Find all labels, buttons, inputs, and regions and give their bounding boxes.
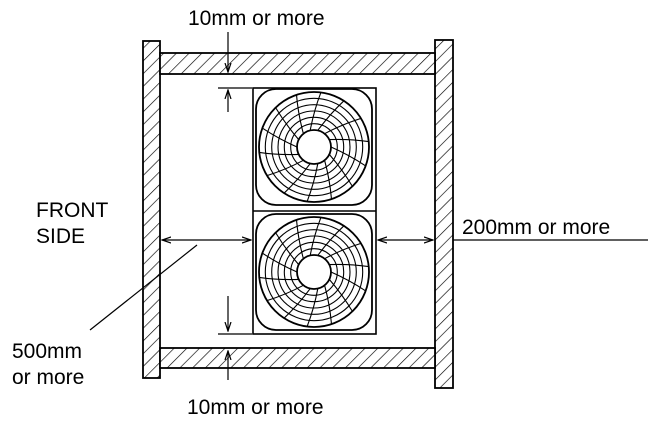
side-label: SIDE [36, 225, 85, 248]
fan-blade [329, 263, 369, 268]
fan-ring [258, 91, 370, 203]
fan-blade [328, 154, 353, 187]
fan-blade [317, 225, 345, 256]
fan-ring [290, 248, 338, 296]
fan-ring [277, 235, 351, 309]
fan-blade [275, 107, 300, 140]
fan-ring [283, 116, 345, 178]
fan-ring [258, 216, 370, 328]
fan-housing [255, 88, 373, 206]
fan-blade [306, 163, 319, 202]
fan-blade [324, 242, 362, 260]
fan-ring [277, 110, 351, 184]
fan-blade [283, 288, 311, 319]
top-clearance-dimension [218, 32, 252, 112]
fan-blade [329, 138, 369, 143]
fan-blade [261, 127, 298, 148]
fan-blade [275, 232, 300, 265]
fan-blade [295, 94, 304, 134]
fan-blade [324, 285, 333, 325]
fan-ring [264, 222, 364, 322]
fan-blade [324, 117, 362, 135]
left-wall [142, 40, 161, 379]
fan-hub [296, 129, 332, 165]
bottom-clearance-label: 10mm or more [187, 396, 324, 419]
fan-blade [309, 92, 322, 131]
bottom-clearance-dimension [218, 296, 252, 380]
fan-blade [261, 252, 298, 273]
fan-hub [296, 254, 332, 290]
top-wall [159, 52, 436, 75]
top-clearance-label: 10mm or more [188, 7, 325, 30]
fan-blade [266, 159, 304, 177]
fan-blade [259, 151, 299, 156]
right-clearance-label: 200mm or more [462, 216, 610, 239]
fan-blade [266, 284, 304, 302]
right-wall [434, 39, 454, 389]
bottom-wall [159, 347, 436, 369]
upper-fan-icon [255, 88, 373, 206]
fan-ring [283, 241, 345, 303]
left-clearance-label-line2: or more [12, 366, 84, 389]
fan-ring [271, 104, 357, 190]
fan-blade [295, 219, 304, 259]
left-clearance-dimension [89, 240, 251, 331]
fan-blade [330, 146, 367, 167]
fan-ring [290, 123, 338, 171]
left-clearance-label-line1: 500mm [12, 340, 82, 363]
fan-blade [309, 217, 322, 256]
fan-blade [283, 163, 311, 194]
fan-blade [328, 279, 353, 312]
fan-blade [306, 288, 319, 327]
fan-blade [330, 271, 367, 292]
fan-ring [271, 229, 357, 315]
fan-blade [317, 100, 345, 131]
fan-blade [324, 160, 333, 200]
fan-housing [255, 213, 373, 331]
front-label: FRONT [36, 199, 108, 222]
fan-ring [264, 97, 364, 197]
lower-fan-icon [255, 213, 373, 331]
fan-blade [259, 276, 299, 281]
